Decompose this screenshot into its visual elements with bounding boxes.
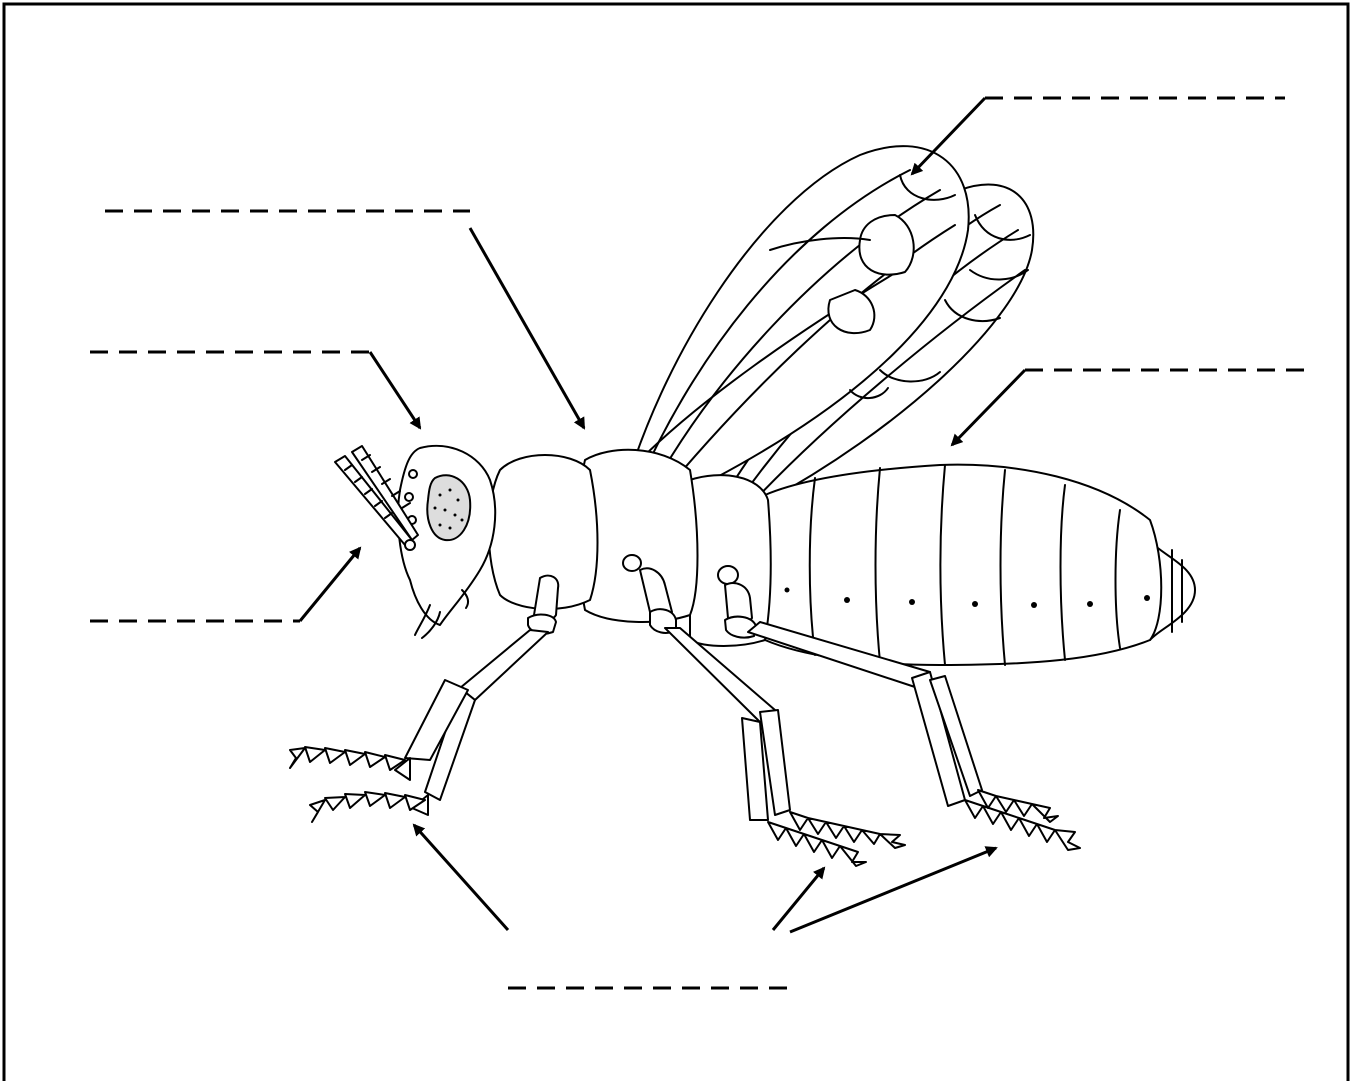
abdomen-drawing (765, 465, 1195, 665)
legs-pointer-arrow-front (414, 825, 508, 930)
legs-pointer-arrow-hind (790, 848, 996, 932)
abdomen-pointer-arrow (952, 370, 1025, 445)
head-pointer-arrow (370, 352, 420, 428)
antennae-pointer-arrow (300, 548, 360, 621)
thorax-pointer-arrow (470, 228, 584, 428)
insect-illustration (290, 146, 1195, 866)
